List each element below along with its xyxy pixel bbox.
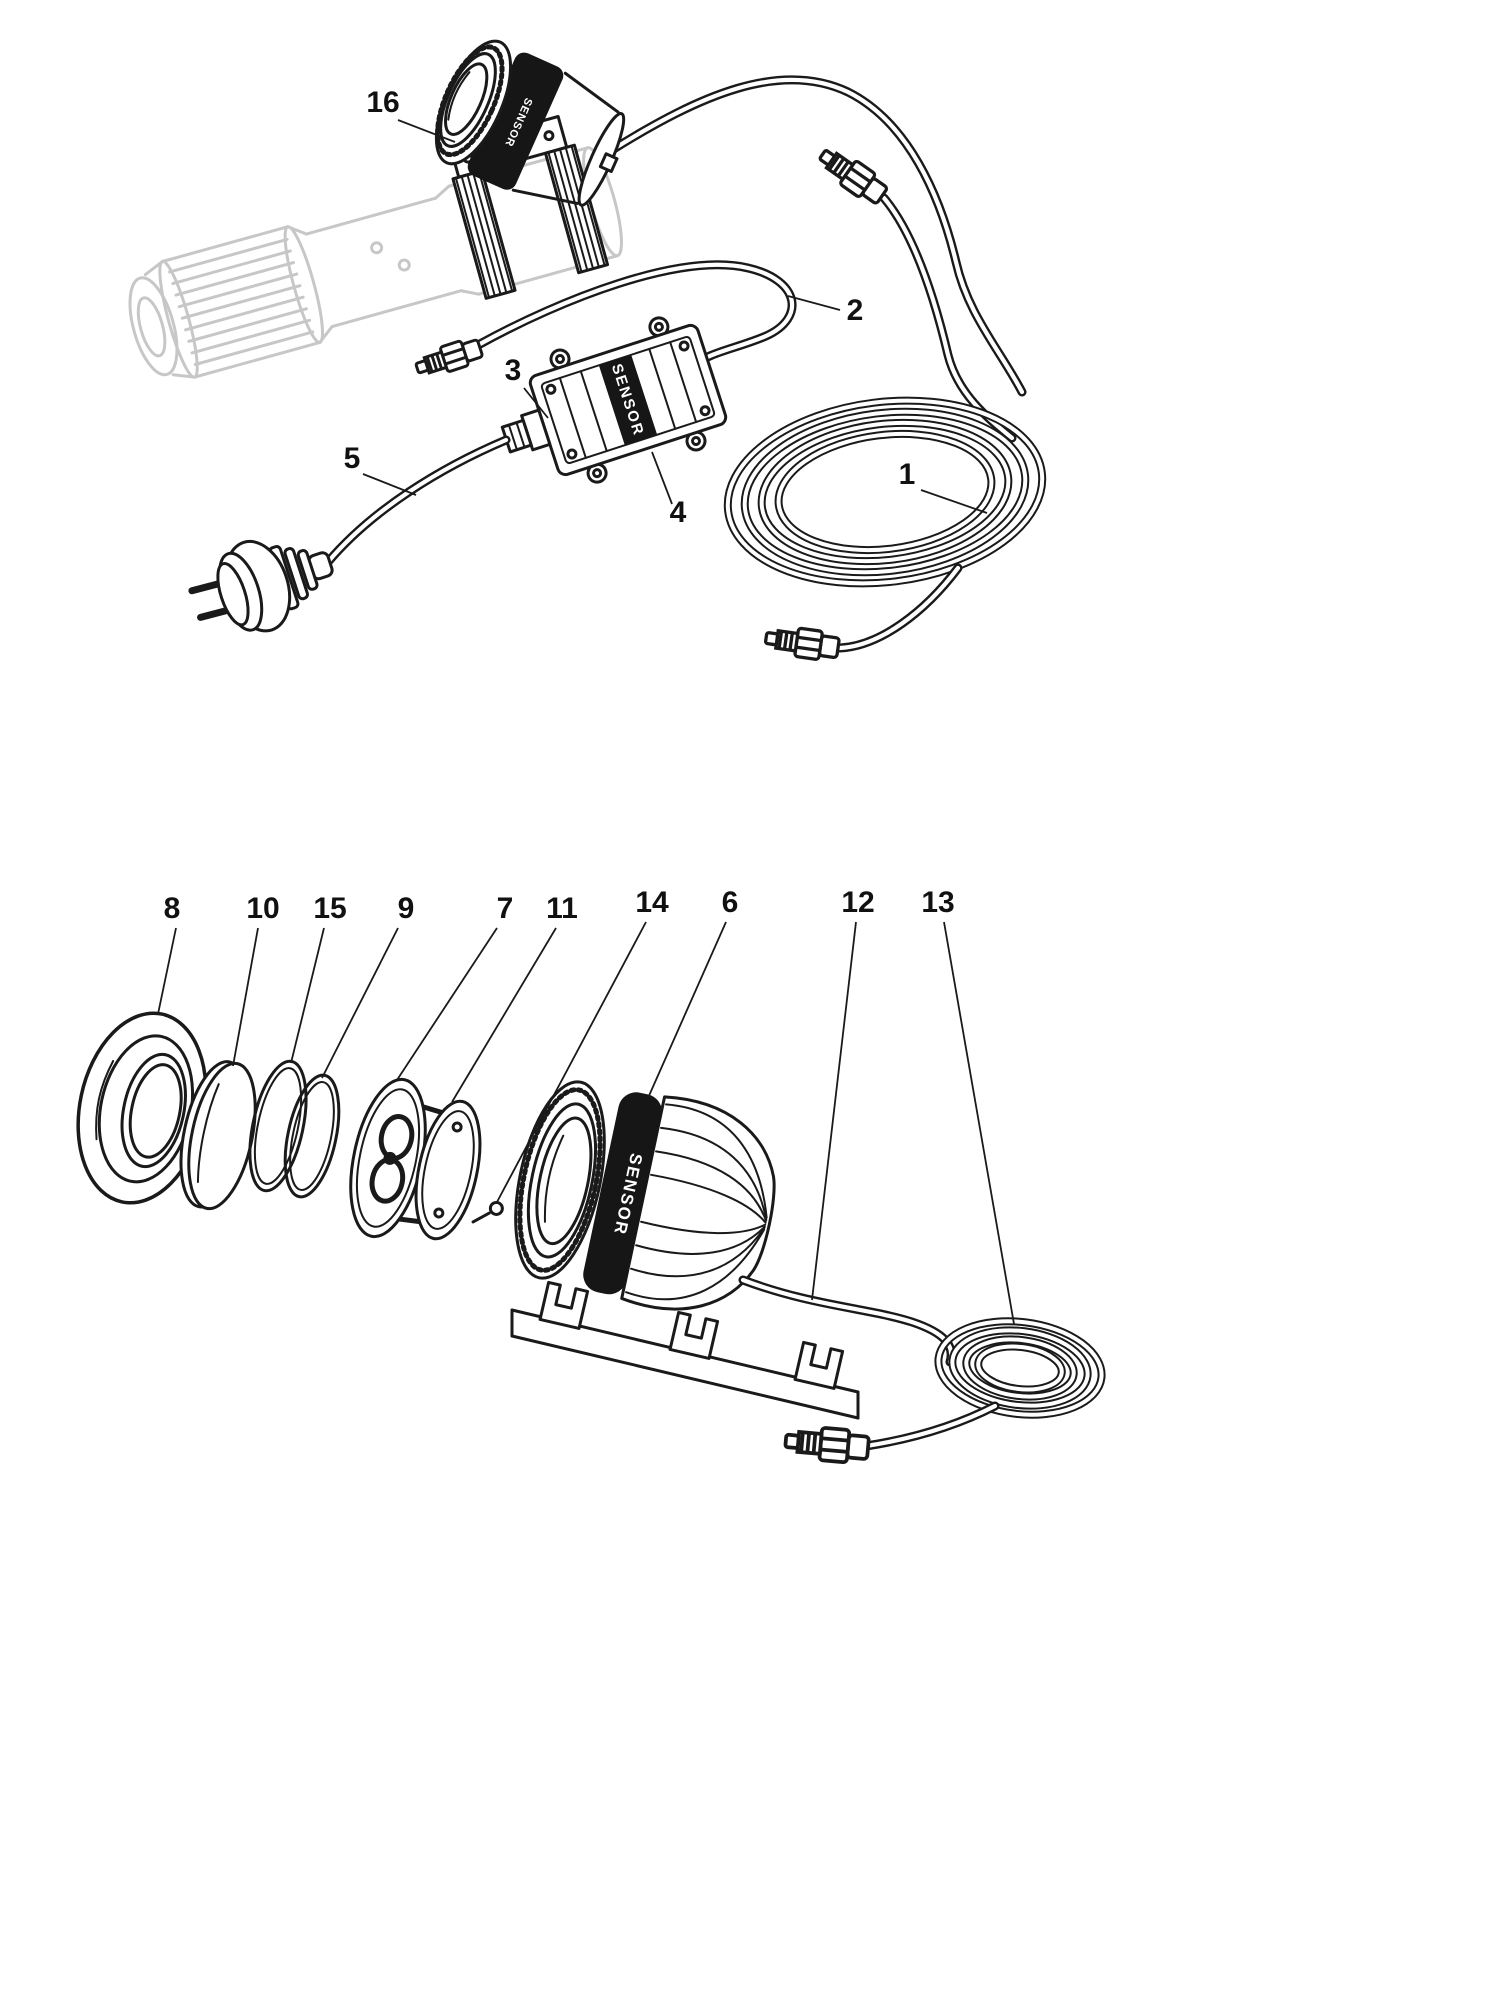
- lamp-cable: [607, 75, 1027, 397]
- mount-bracket: [510, 1280, 860, 1420]
- leader-8: [157, 927, 177, 1015]
- callout-3: 3: [505, 354, 522, 387]
- lens-10: [179, 1060, 257, 1211]
- power-plug: [188, 539, 334, 633]
- leader-15: [290, 927, 325, 1064]
- leader-14: [496, 921, 647, 1203]
- lamp-body-6: SENSOR: [514, 1080, 776, 1311]
- callout-4: 4: [670, 496, 687, 529]
- leader-13: [943, 921, 1015, 1325]
- callout-15: 15: [313, 892, 346, 925]
- connector-fitting: [411, 334, 486, 383]
- callout-1: 1: [899, 458, 916, 491]
- coiled-cable-1: [723, 396, 1047, 588]
- leader-3: [523, 387, 549, 419]
- leader-11: [451, 927, 557, 1103]
- reflector-assembly-7: [349, 1077, 465, 1239]
- callout-6: 6: [722, 886, 739, 919]
- callout-14: 14: [635, 886, 669, 919]
- top-callouts: 16 2 3 4 5 1: [344, 86, 988, 529]
- leader-4: [651, 451, 673, 505]
- junction-box: SENSOR: [500, 316, 728, 484]
- lamp-head: SENSOR: [434, 39, 626, 207]
- retaining-ring-11: [414, 1099, 482, 1241]
- callout-8: 8: [164, 892, 181, 925]
- leader-5: [362, 473, 417, 496]
- connector-fitting: [782, 1422, 872, 1467]
- leader-16: [397, 119, 456, 143]
- cable-12: [738, 1275, 956, 1367]
- callout-10: 10: [246, 892, 279, 925]
- callout-13: 13: [921, 886, 954, 919]
- callout-11: 11: [546, 892, 578, 925]
- callout-2: 2: [847, 294, 864, 327]
- coil13-cable-end: [782, 1401, 1000, 1467]
- leader-2: [787, 295, 841, 311]
- link-cable-2: [411, 260, 797, 383]
- callout-12: 12: [841, 886, 874, 919]
- cable-gland: [500, 408, 552, 454]
- callout-9: 9: [398, 892, 415, 925]
- o-ring-9: [283, 1073, 341, 1199]
- leader-6: [647, 921, 727, 1099]
- bottom-callouts: 8 10 15 9 7 11 14 6 12 13: [157, 886, 1015, 1325]
- bezel-ring-8: [76, 1011, 208, 1205]
- coil-cable-bottom-end: [762, 563, 963, 664]
- torch-body-ghost: [128, 114, 623, 379]
- leader-12: [811, 921, 857, 1301]
- coil-cable-top-end: [812, 140, 1017, 443]
- connector-fitting: [762, 622, 842, 664]
- callout-5: 5: [344, 442, 361, 475]
- leader-10: [232, 927, 259, 1067]
- leader-9: [321, 927, 399, 1079]
- connector-fitting: [812, 140, 892, 210]
- callout-7: 7: [497, 892, 514, 925]
- callout-16: 16: [366, 86, 399, 119]
- coiled-cable-13: [934, 1317, 1106, 1419]
- bulb-14: [471, 1200, 504, 1224]
- leader-7: [396, 927, 498, 1081]
- leader-1: [920, 489, 988, 514]
